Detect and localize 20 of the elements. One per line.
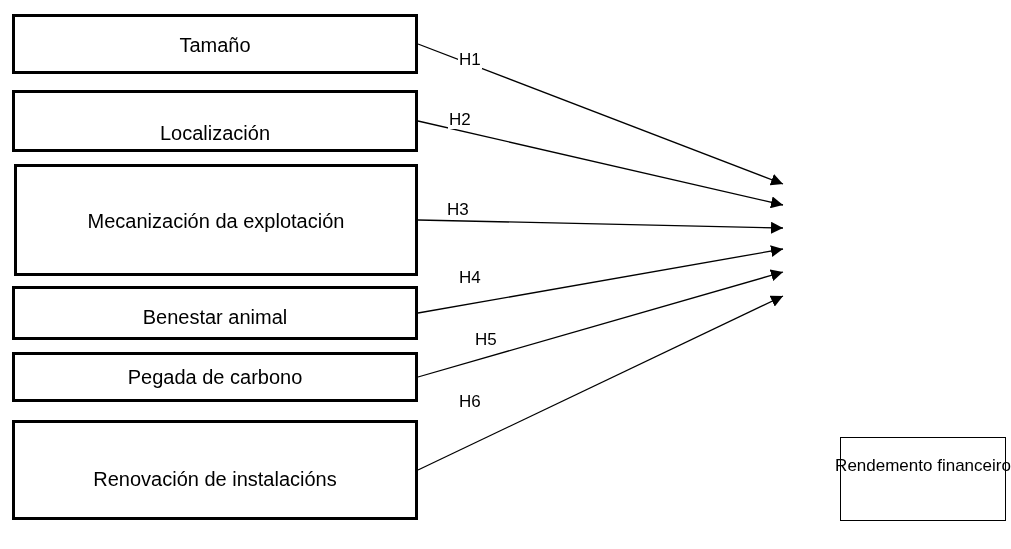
variable-box xyxy=(12,352,418,402)
edge-label: H2 xyxy=(448,110,472,129)
box-label: Tamaño xyxy=(179,33,251,58)
arrow xyxy=(417,43,784,186)
arrow xyxy=(417,120,784,209)
box-label: Renovación de instalacións xyxy=(93,467,337,492)
arrow xyxy=(417,245,784,314)
box-label: Pegada de carbono xyxy=(127,365,303,390)
box-label: Mecanización da explotación xyxy=(87,209,345,234)
variable-box xyxy=(12,286,418,340)
arrow xyxy=(417,219,784,234)
variable-box xyxy=(12,90,418,152)
box-label: Localización xyxy=(159,121,271,146)
variable-box xyxy=(12,420,418,520)
box-label: Benestar animal xyxy=(142,305,288,330)
variable-box xyxy=(14,164,418,276)
arrow xyxy=(417,295,784,471)
arrow xyxy=(417,269,784,378)
edge-label: H1 xyxy=(458,50,482,69)
variable-box xyxy=(12,14,418,74)
